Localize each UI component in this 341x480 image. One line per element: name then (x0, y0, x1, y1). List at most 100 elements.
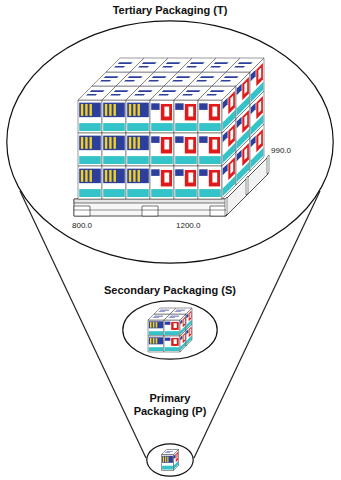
carton-part (151, 169, 159, 176)
carton-part (90, 170, 92, 182)
carton-part (127, 189, 149, 197)
carton-part (177, 454, 178, 460)
pallet-deck (74, 199, 226, 203)
carton-part (174, 454, 176, 459)
carton-part (165, 452, 170, 454)
carton-face (174, 133, 198, 166)
carton-part (124, 80, 135, 81)
carton-part (228, 91, 235, 114)
carton-part (251, 148, 264, 169)
carton-part (161, 104, 172, 121)
carton-part (188, 173, 193, 183)
carton-part (100, 80, 111, 81)
carton-part (175, 136, 183, 143)
carton-part (176, 309, 186, 311)
carton-part (258, 133, 261, 146)
carton-part (138, 137, 140, 149)
carton-part (105, 137, 107, 149)
carton-part (170, 315, 180, 317)
carton-part (90, 90, 105, 92)
carton-part (237, 162, 250, 183)
carton-outline (162, 450, 179, 455)
carton-part (167, 456, 168, 462)
carton-part (258, 100, 261, 113)
carton-outline (236, 138, 250, 185)
ellipse-shape (147, 444, 193, 476)
carton-part (174, 323, 177, 328)
carton-part (109, 137, 111, 149)
carton-part (188, 140, 193, 150)
carton-face (148, 336, 164, 352)
carton-part (185, 170, 196, 187)
carton-outline (198, 133, 222, 166)
carton-outline (126, 166, 150, 199)
carton-outline (180, 330, 186, 352)
carton-part (161, 137, 172, 154)
carton-outline (164, 314, 186, 320)
carton-part (180, 319, 182, 324)
carton-part (154, 315, 164, 317)
pallet-block (74, 206, 90, 216)
carton-part (151, 123, 173, 131)
carton-part (129, 170, 131, 182)
carton-face (170, 308, 192, 314)
carton-face (198, 86, 236, 100)
carton-part (85, 104, 87, 116)
carton-outline (164, 320, 180, 336)
carton-part (162, 90, 177, 92)
carton-part (162, 66, 173, 67)
carton-part (186, 329, 188, 334)
carton-face (150, 100, 174, 133)
carton-part (133, 170, 135, 182)
carton-part (150, 338, 152, 344)
carton-part (223, 98, 228, 110)
carton-part (189, 310, 192, 321)
carton-face (162, 455, 174, 471)
carton-part (114, 90, 129, 92)
carton-part (199, 136, 207, 143)
carton-part (199, 103, 207, 110)
carton-part (171, 322, 179, 330)
carton-part (150, 322, 152, 328)
carton-part (103, 156, 125, 164)
carton-part (162, 456, 173, 463)
carton-part (210, 66, 221, 67)
carton-face (126, 166, 150, 199)
carton-outline (250, 124, 264, 171)
carton-part (128, 76, 143, 78)
carton-face (126, 133, 150, 166)
carton-part (183, 316, 186, 327)
carton-part (174, 311, 181, 313)
carton-part (242, 110, 249, 133)
carton-face (164, 314, 186, 320)
level-heading: Primary Packaging (P) (132, 392, 209, 418)
carton-face (126, 100, 150, 133)
carton-part (85, 170, 87, 182)
dimension-label: 990.0 (271, 146, 291, 156)
carton-part (199, 123, 221, 131)
carton-part (214, 62, 229, 64)
carton-part (134, 94, 145, 95)
carton-outline (148, 336, 164, 352)
carton-part (161, 170, 172, 187)
carton-part (103, 189, 125, 197)
carton-part (165, 331, 179, 335)
carton-outline (126, 100, 150, 133)
carton-part (127, 156, 149, 164)
carton-part (109, 170, 111, 182)
carton-part (79, 136, 101, 151)
carton-part (186, 336, 191, 345)
carton-part (81, 137, 83, 149)
carton-part (152, 317, 159, 319)
carton-part (156, 338, 158, 344)
carton-part (105, 104, 107, 116)
carton-part (174, 339, 177, 344)
carton-part (237, 150, 242, 162)
pallet-block (210, 206, 226, 216)
carton-part (244, 114, 247, 127)
carton-part (209, 137, 220, 154)
pallet-board (74, 210, 226, 211)
carton-face (164, 336, 180, 352)
carton-part (109, 104, 111, 116)
